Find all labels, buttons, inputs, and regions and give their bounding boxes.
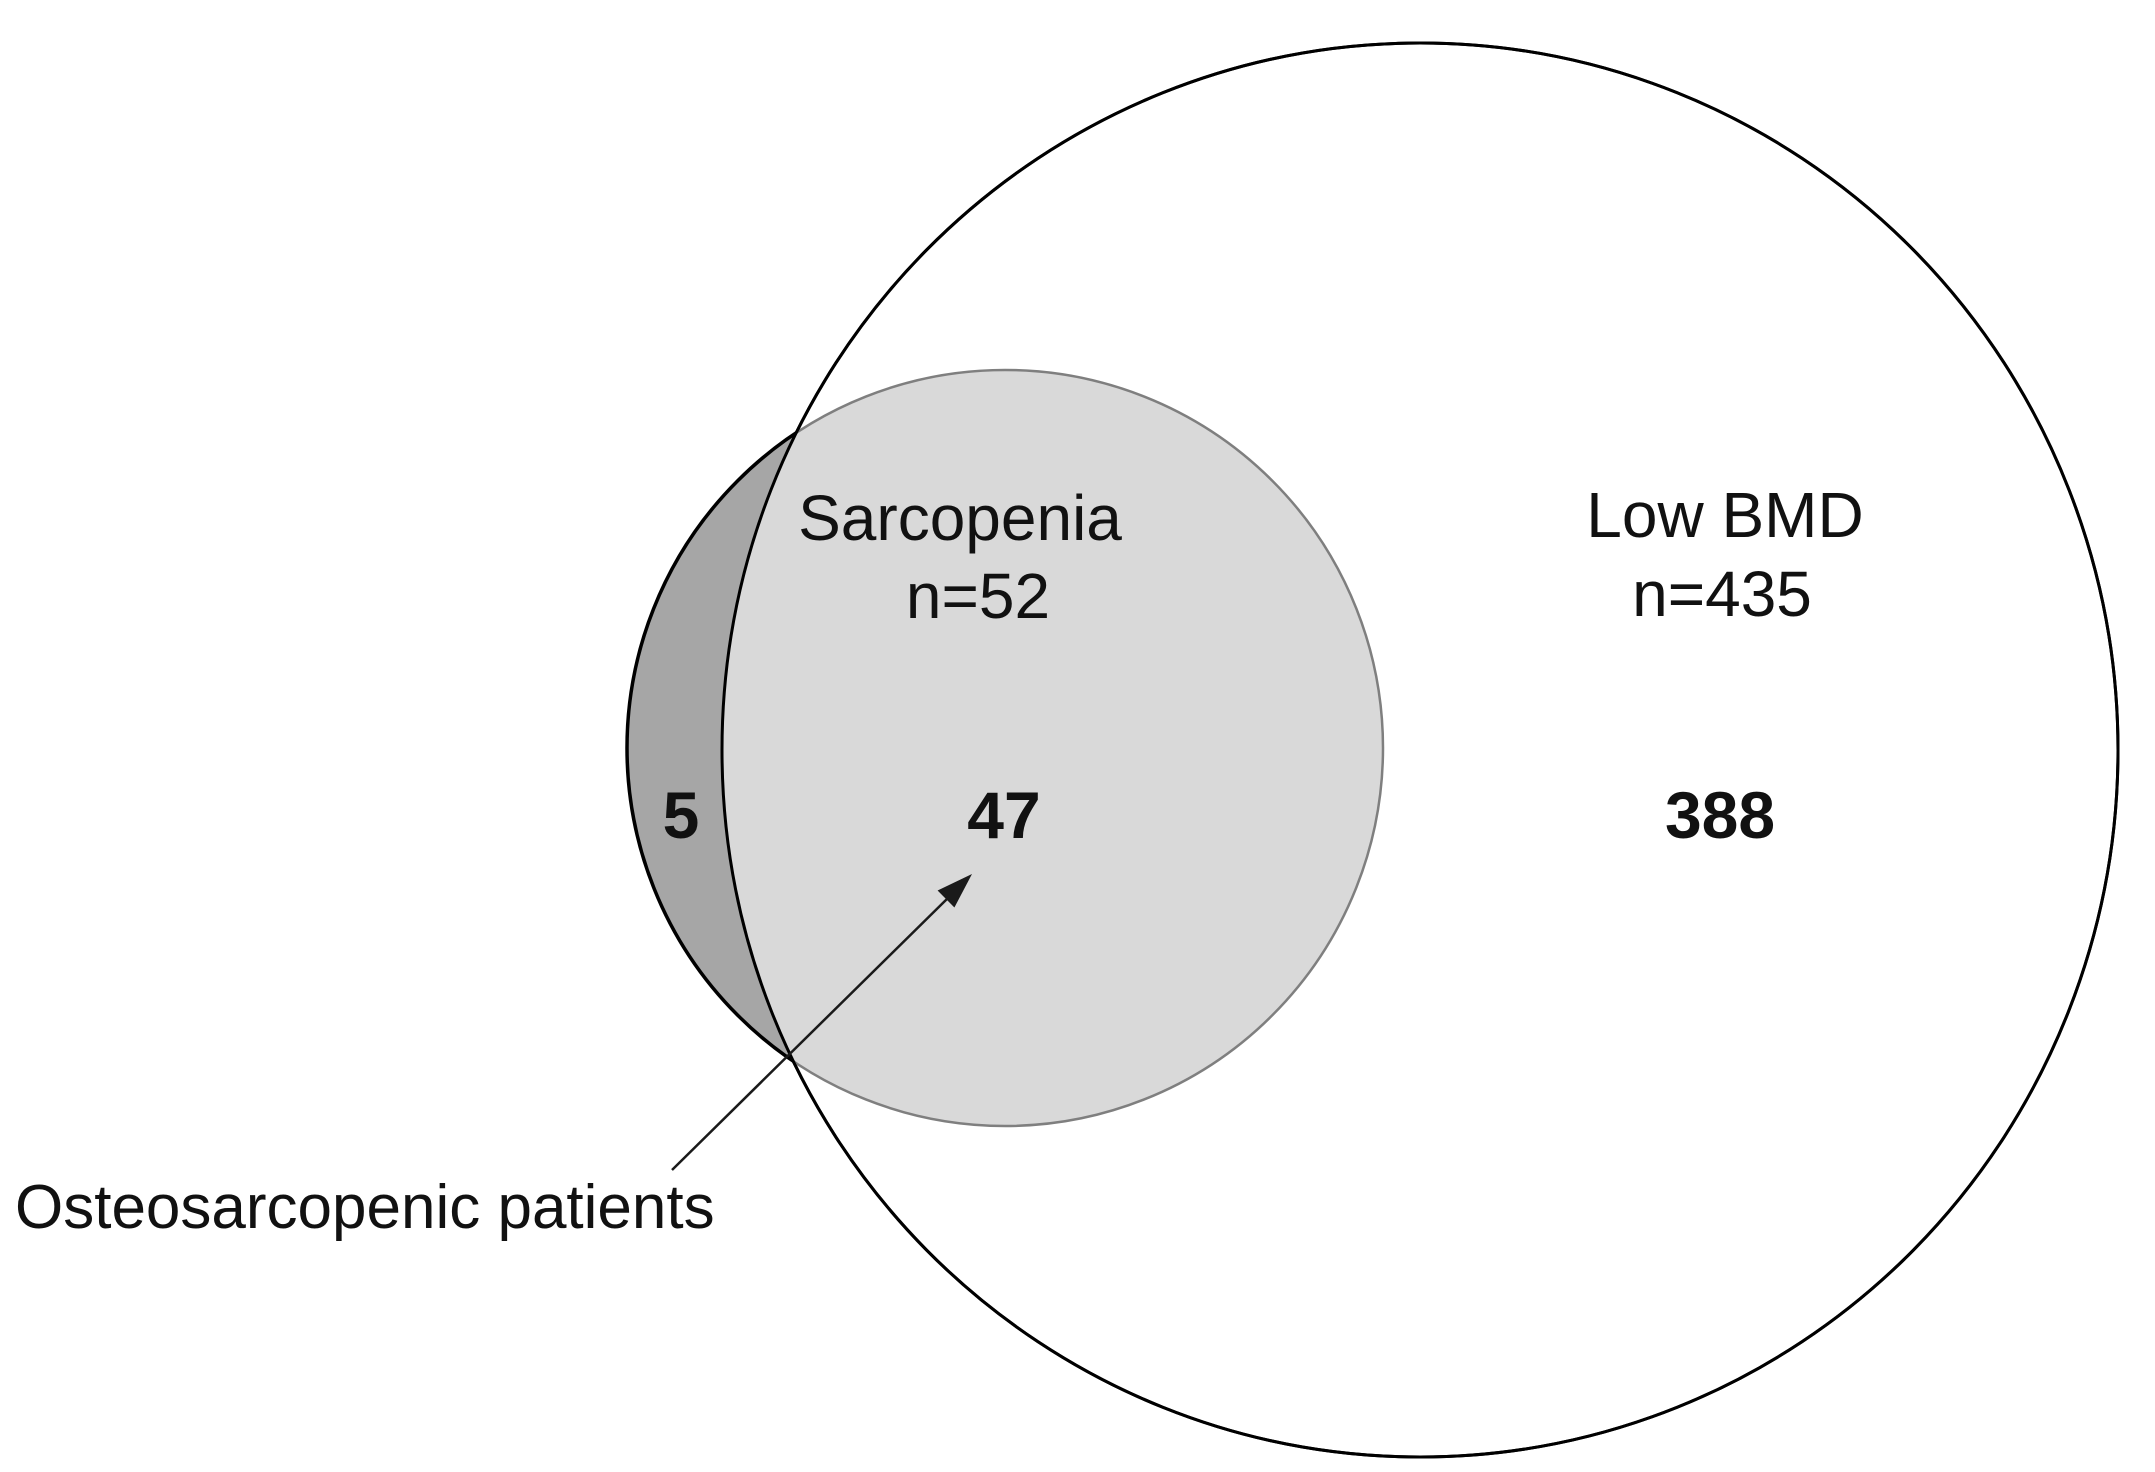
sarcopenia-n-label: n=52 xyxy=(906,560,1050,632)
annotation-arrowhead-icon xyxy=(937,874,972,908)
low-bmd-label: Low BMD xyxy=(1586,479,1863,551)
sarcopenia-exclusive-crescent xyxy=(625,368,1385,1128)
osteosarcopenic-annotation-label: Osteosarcopenic patients xyxy=(15,1173,715,1242)
sarcopenia-label: Sarcopenia xyxy=(798,482,1122,554)
intersection-count: 47 xyxy=(967,778,1040,852)
low-bmd-n-label: n=435 xyxy=(1632,558,1812,630)
low-bmd-exclusive-count: 388 xyxy=(1665,778,1775,852)
low-bmd-circle-outline xyxy=(720,41,2120,1459)
sarcopenia-exclusive-count: 5 xyxy=(663,778,700,852)
annotation-arrow-line xyxy=(671,895,951,1171)
